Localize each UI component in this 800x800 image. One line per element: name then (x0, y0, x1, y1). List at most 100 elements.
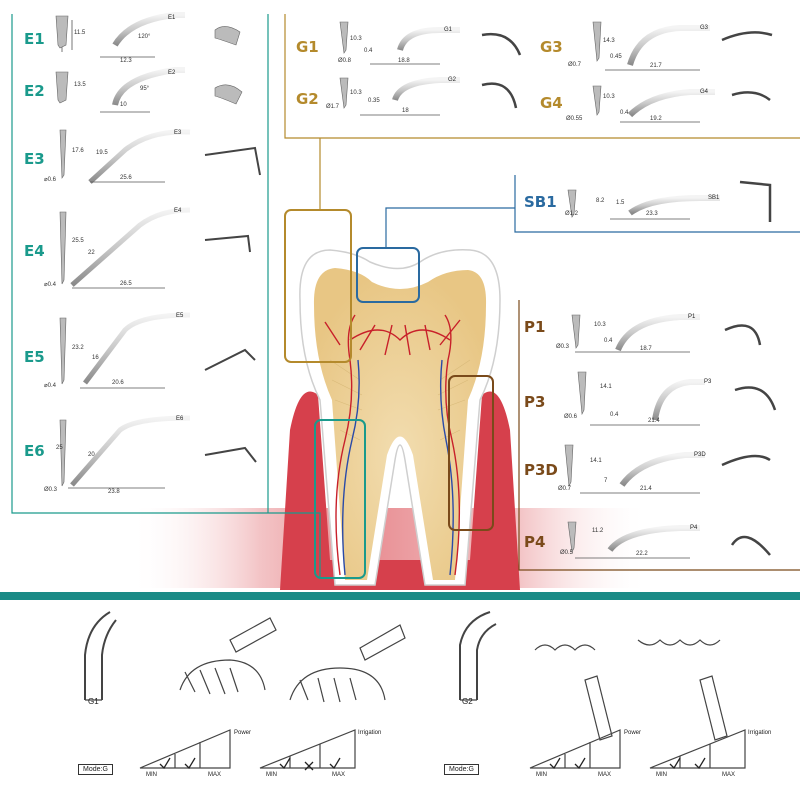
dim-e3-height: 17.6 (72, 148, 84, 154)
tip-label-g4: G4 (540, 94, 563, 112)
dim-sb1-height: 8.2 (596, 198, 605, 204)
irrigation-label-1: Irrigation (358, 730, 382, 736)
max-label-3: MAX (598, 772, 612, 778)
dim-sb1-diameter: Ø1.2 (565, 211, 579, 217)
dim-e1-height: 11.5 (74, 30, 86, 36)
scaling-drawings (392, 25, 715, 118)
dim-g3-diameter: Ø0.7 (568, 62, 582, 68)
mode-label-1: Mode:G (78, 764, 113, 775)
dim-p3-diameter: Ø0.6 (564, 414, 578, 420)
tip-label-p3: P3 (524, 393, 546, 411)
dim-e6-height: 25 (56, 445, 63, 451)
dim-g4-tip: 0.4 (620, 110, 629, 116)
dim-e1-angle: 120° (138, 34, 151, 40)
dim-g2-tip: 0.35 (368, 98, 380, 104)
dim-p4-diameter: Ø0.5 (560, 550, 574, 556)
dim-e5-height: 23.2 (72, 345, 84, 351)
bottom-illustrations (84, 611, 746, 769)
code-p1: P1 (688, 314, 696, 320)
tip-label-p1: P1 (524, 318, 546, 336)
dim-g3-height: 14.3 (603, 38, 615, 44)
dim-e4-height: 25.5 (72, 238, 84, 244)
tip-label-p3d: P3D (524, 461, 558, 479)
dim-g1-diameter: Ø0.8 (338, 58, 352, 64)
min-label-4: MIN (656, 772, 667, 778)
tip-label-e6: E6 (24, 442, 45, 460)
dim-p1-height: 10.3 (594, 322, 606, 328)
code-sb1: SB1 (708, 195, 720, 201)
dim-g1-height: 10.3 (350, 36, 362, 42)
max-label-2: MAX (332, 772, 346, 778)
dim-p3-tip: 0.4 (610, 412, 619, 418)
dim-p1-tip: 0.4 (604, 338, 613, 344)
tip-label-e2: E2 (24, 82, 45, 100)
tip-label-g3: G3 (540, 38, 563, 56)
dim-p3d-length: 21.4 (640, 486, 652, 492)
code-e3: E3 (174, 130, 182, 136)
mode-label-2: Mode:G (444, 764, 479, 775)
max-label-1: MAX (208, 772, 222, 778)
code-g4: G4 (700, 89, 709, 95)
code-e6: E6 (176, 416, 184, 422)
dim-g2-length: 18 (402, 108, 409, 114)
irrigation-label-2: Irrigation (748, 730, 772, 736)
dim-p3d-tip: 7 (604, 478, 608, 484)
min-label-2: MIN (266, 772, 277, 778)
power-label-2: Power (624, 730, 642, 736)
dim-e3-shank: 19.5 (96, 150, 108, 156)
dim-sb1-tip: 1.5 (616, 200, 625, 206)
dim-g4-height: 10.3 (603, 94, 615, 100)
dim-e2-length: 10 (120, 102, 127, 108)
callout-endo (314, 419, 366, 579)
endo-drawings (61, 12, 261, 489)
dim-p3-length: 21.4 (648, 418, 660, 424)
callout-perio (448, 375, 494, 531)
dim-g3-tip: 0.45 (610, 54, 622, 60)
dim-sb1-length: 23.3 (646, 211, 658, 217)
callout-scaling (284, 209, 352, 363)
code-e2: E2 (168, 70, 176, 76)
gum-tissue (280, 391, 520, 590)
code-e5: E5 (176, 313, 184, 319)
dim-p1-diameter: Ø0.3 (556, 344, 570, 350)
tip-label-e5: E5 (24, 348, 45, 366)
dim-e2-angle: 95° (140, 86, 150, 92)
dim-e5-diameter: ⌀0.4 (44, 383, 56, 389)
dim-e4-diameter: ⌀0.4 (44, 282, 56, 288)
dim-e5-shank: 16 (92, 355, 99, 361)
dim-e3-length: 25.6 (120, 175, 132, 181)
tip-label-g2: G2 (296, 90, 319, 108)
dim-e6-shank: 20 (88, 452, 95, 458)
dim-e4-shank: 22 (88, 250, 95, 256)
tip-label-sb1: SB1 (524, 193, 557, 211)
dentin (313, 268, 487, 580)
dim-p3d-diameter: Ø0.7 (558, 486, 572, 492)
dim-e6-diameter: Ø0.3 (44, 487, 58, 493)
code-g3: G3 (700, 25, 709, 31)
dim-e6-length: 23.8 (108, 489, 120, 495)
bottom-tip2-label: G2 (462, 697, 473, 706)
dim-g2-height: 10.3 (350, 90, 362, 96)
tip-label-p4: P4 (524, 533, 546, 551)
dim-e3-diameter: ⌀0.6 (44, 177, 56, 183)
code-e4: E4 (174, 208, 182, 214)
power-label-1: Power (234, 730, 252, 736)
callout-sb (356, 247, 420, 303)
code-g1: G1 (444, 27, 453, 33)
dim-g2-diameter: Ø1.7 (326, 104, 340, 110)
tip-label-g1: G1 (296, 38, 319, 56)
dim-p3d-height: 14.1 (590, 458, 602, 464)
dim-p3-height: 14.1 (600, 384, 612, 390)
dim-g4-length: 19.2 (650, 116, 662, 122)
min-label-1: MIN (146, 772, 157, 778)
dim-e1-length: 12.3 (120, 58, 132, 64)
dim-e5-length: 20.6 (112, 380, 124, 386)
max-label-4: MAX (722, 772, 736, 778)
dim-e2-height: 13.5 (74, 82, 86, 88)
dim-e4-length: 26.5 (120, 281, 132, 287)
dim-g3-length: 21.7 (650, 63, 662, 69)
dim-g4-diameter: Ø0.55 (566, 116, 583, 122)
bottom-tip1-label: G1 (88, 697, 99, 706)
